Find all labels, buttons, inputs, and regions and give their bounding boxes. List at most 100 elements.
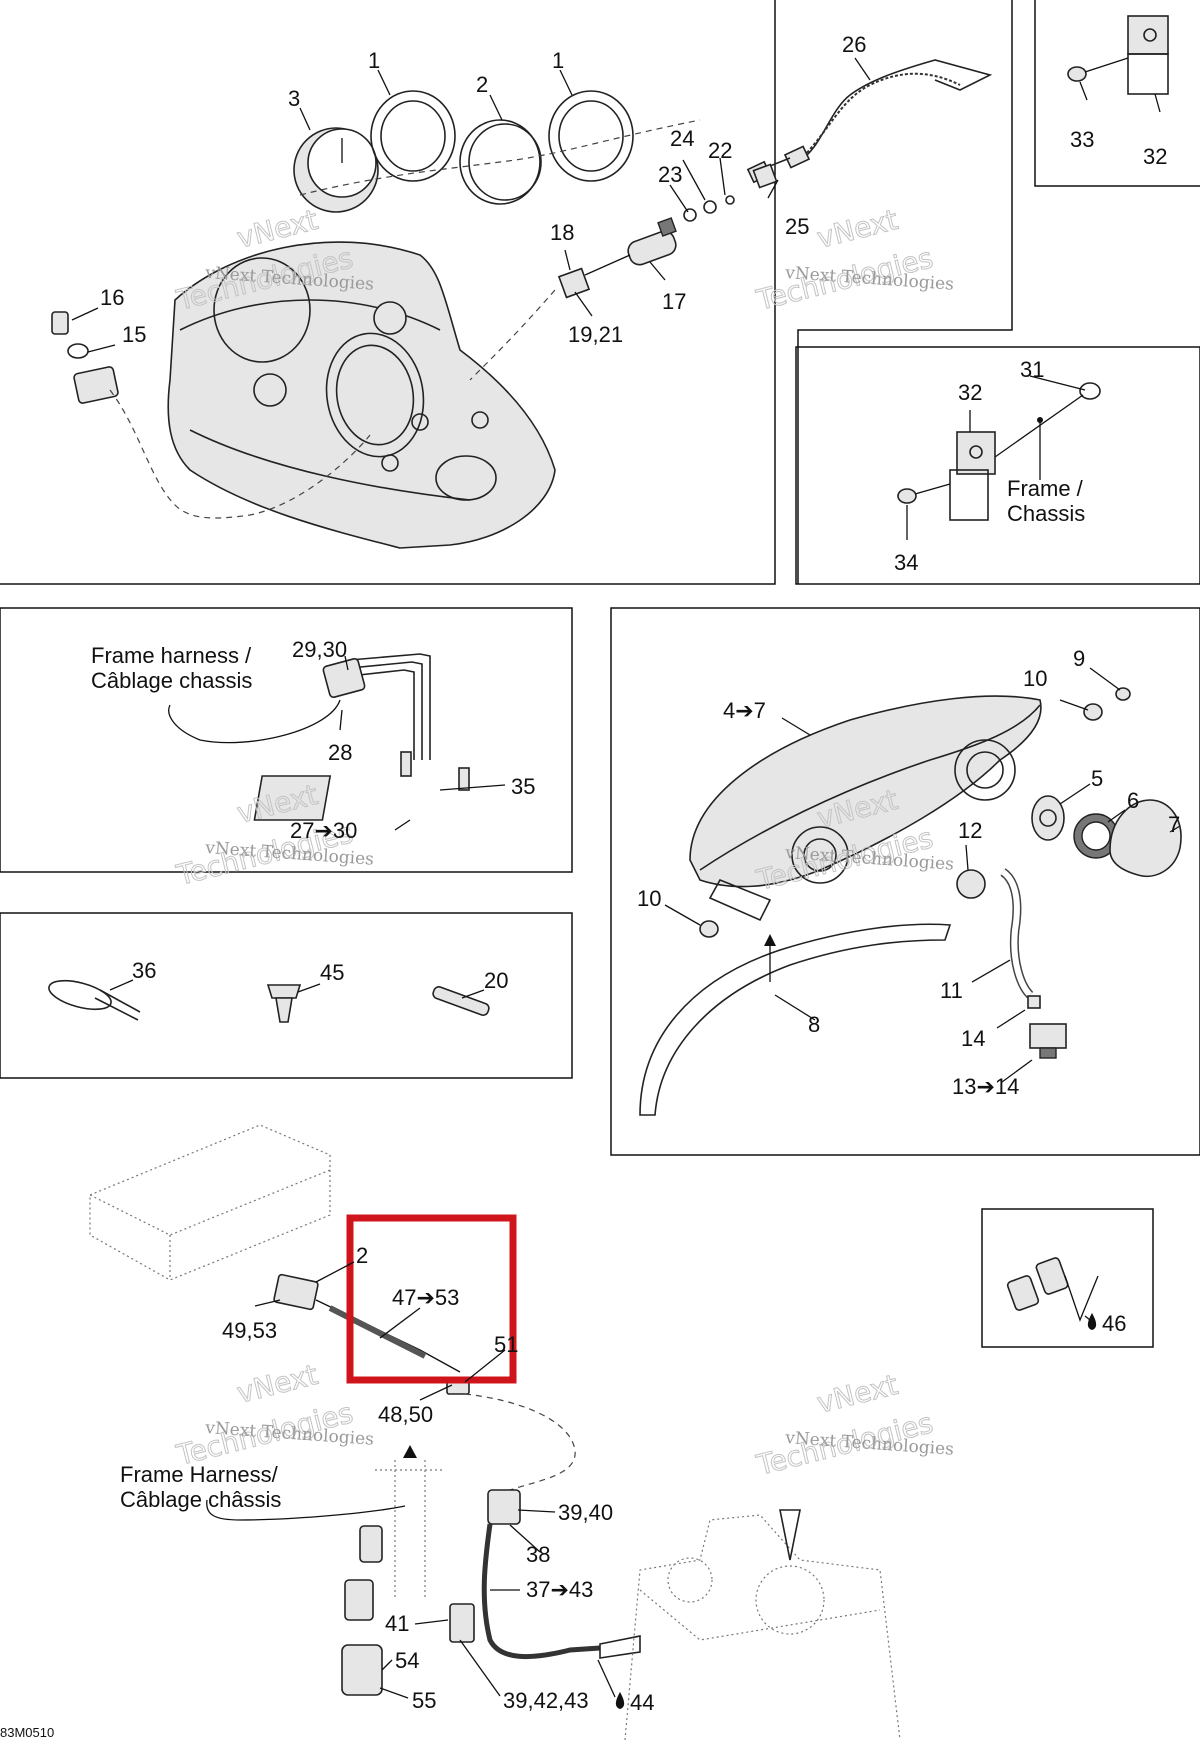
callout-23: 23 xyxy=(658,162,682,187)
bracket-32-frame xyxy=(897,382,1101,521)
callout-44: 44 xyxy=(630,1690,654,1715)
callout-55: 55 xyxy=(412,1688,436,1713)
callout-12: 12 xyxy=(958,818,982,843)
callout-5: 5 xyxy=(1091,766,1103,791)
callout-1-left: 1 xyxy=(368,48,380,73)
callout-11: 11 xyxy=(940,978,963,1003)
callout-45: 45 xyxy=(320,960,344,985)
callout-51: 51 xyxy=(494,1332,518,1357)
tube-11-socket-13-14 xyxy=(1000,868,1067,1059)
callout-48-50: 48,50 xyxy=(378,1402,433,1427)
lead-frame-harness-2 xyxy=(206,1499,406,1521)
lanyard-26 xyxy=(746,59,993,184)
callout-19-21: 19,21 xyxy=(568,322,623,347)
instrument-console xyxy=(167,241,556,549)
callouts-top: 3 1 2 1 26 24 22 23 25 18 17 16 15 19,21… xyxy=(100,32,1167,347)
callout-18: 18 xyxy=(550,220,574,245)
watermark-word-1: vNext xyxy=(814,203,901,255)
headlight-housing xyxy=(689,695,1042,922)
harness-note-line1: Frame harness / xyxy=(91,643,252,668)
callout-8: 8 xyxy=(808,1012,820,1037)
callout-7: 7 xyxy=(1168,812,1180,837)
callout-39-40: 39,40 xyxy=(558,1500,613,1525)
callout-41: 41 xyxy=(385,1611,409,1636)
callout-3: 3 xyxy=(288,86,300,111)
callout-54: 54 xyxy=(395,1648,419,1673)
image-code: 83M0510 xyxy=(0,1725,54,1740)
leader-lines xyxy=(71,57,1181,1699)
harness-note-2-line2: Câblage châssis xyxy=(120,1487,281,1512)
cable-tie-36 xyxy=(48,979,141,1021)
callout-15: 15 xyxy=(122,322,146,347)
harness-module-27-30 xyxy=(168,653,470,821)
arrow-8-head xyxy=(764,934,776,946)
arrow-up-frame xyxy=(403,1445,417,1458)
callouts-small: 36 45 20 xyxy=(132,958,508,993)
push-rivet-45 xyxy=(266,984,302,1023)
connector-49-53 xyxy=(273,1273,461,1373)
callout-6: 6 xyxy=(1127,788,1139,813)
callout-36: 36 xyxy=(132,958,156,983)
drop-callouts: 46 44 xyxy=(615,1311,1126,1715)
wire-console-gauge xyxy=(299,119,701,196)
drop-icon-46 xyxy=(1087,1313,1097,1330)
callouts-frame: 31 32 34 Frame / Chassis xyxy=(894,357,1085,575)
harness-note-line2: Câblage chassis xyxy=(91,668,252,693)
callout-22: 22 xyxy=(708,138,732,163)
callouts-harness: Frame harness / Câblage chassis 29,30 28… xyxy=(91,637,535,843)
callout-10-top: 10 xyxy=(1023,666,1047,691)
highlight-box xyxy=(346,1214,517,1384)
panel-top-border xyxy=(0,0,776,585)
watermark-word-1: vNext xyxy=(234,1358,321,1410)
callout-17: 17 xyxy=(662,289,686,314)
callout-27-30: 27➔30 xyxy=(290,818,357,843)
callouts-bottom: 2 47➔53 49,53 51 48,50 39,40 38 37➔43 41… xyxy=(120,1243,613,1713)
callout-29-30: 29,30 xyxy=(292,637,347,662)
panel-connector-46 xyxy=(981,1208,1154,1348)
callout-9: 9 xyxy=(1073,646,1085,671)
nuts-9-10 xyxy=(699,687,1131,938)
callout-1-right: 1 xyxy=(552,48,564,73)
bracket-32-top xyxy=(1067,15,1169,95)
panel-top-right-border xyxy=(797,0,1013,584)
frame-note-line1: Frame / xyxy=(1007,476,1084,501)
ecu-module xyxy=(89,1124,331,1281)
frame-note-line2: Chassis xyxy=(1007,501,1085,526)
dotted-frame-bottom xyxy=(375,1460,445,1600)
switch-16-15 xyxy=(51,311,119,404)
harness-note-2-line1: Frame Harness/ xyxy=(120,1462,279,1487)
panel-frames xyxy=(0,0,1200,1348)
callout-2: 2 xyxy=(476,72,488,97)
lens-2 xyxy=(459,119,542,205)
callout-39-42-43: 39,42,43 xyxy=(503,1688,589,1713)
callout-25: 25 xyxy=(785,214,809,239)
callout-34: 34 xyxy=(894,550,918,575)
bulb-5 xyxy=(1031,795,1065,841)
callout-47-53: 47➔53 xyxy=(392,1285,459,1310)
callout-16: 16 xyxy=(100,285,124,310)
panel-fasteners xyxy=(0,912,573,1079)
callout-13-14: 13➔14 xyxy=(952,1074,1019,1099)
gauge-3 xyxy=(293,127,379,213)
engine-block xyxy=(624,1509,901,1741)
callouts-headlight: 9 10 4➔7 5 6 7 12 10 11 8 14 13➔14 xyxy=(637,646,1180,1099)
callout-46: 46 xyxy=(1102,1311,1126,1336)
panel-harness xyxy=(0,607,573,873)
callout-4-7: 4➔7 xyxy=(723,698,766,723)
callout-24: 24 xyxy=(670,126,694,151)
wire-48-50 xyxy=(464,1393,576,1491)
callout-31: 31 xyxy=(1020,357,1044,382)
callout-28: 28 xyxy=(328,740,352,765)
panel-frame-chassis xyxy=(795,346,1200,585)
callout-14: 14 xyxy=(961,1026,985,1051)
cap-7 xyxy=(1109,799,1182,877)
wire-console-connector xyxy=(469,289,556,381)
bezel-1-right xyxy=(548,90,634,182)
connector-18 xyxy=(557,254,631,299)
callout-38: 38 xyxy=(526,1542,550,1567)
panel-headlight xyxy=(610,607,1200,1156)
callout-32-top: 32 xyxy=(1143,144,1167,169)
